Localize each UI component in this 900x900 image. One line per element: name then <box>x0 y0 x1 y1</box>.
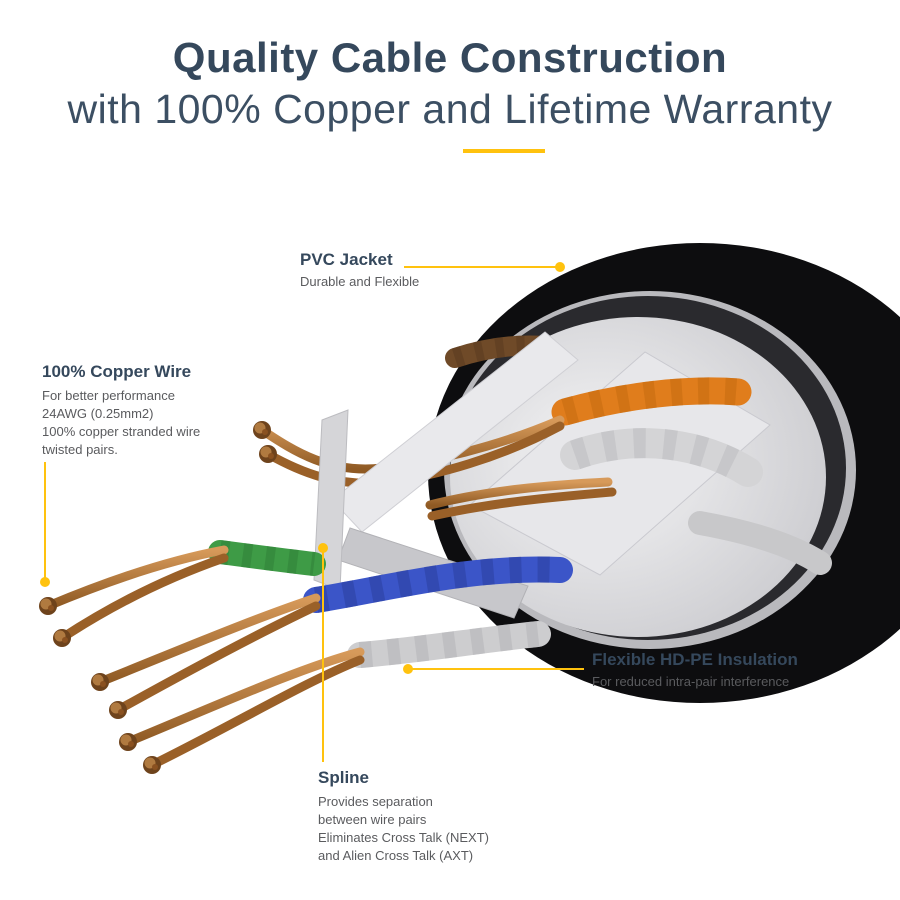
copper-pair-gray-a <box>123 647 365 747</box>
leader-dot-pvc-jacket <box>555 262 565 272</box>
leader-pvc-jacket <box>404 262 565 272</box>
copper-strand-end <box>109 701 127 719</box>
copper-wire-line: For better performance <box>42 388 175 403</box>
copper-strand-end <box>39 597 57 615</box>
copper-pair-inside-b <box>427 487 617 521</box>
copper-pair-green-b <box>57 553 229 643</box>
spline-heading: Spline <box>318 768 370 787</box>
callout-pvc-jacket: PVC Jacket Durable and Flexible <box>300 250 419 289</box>
copper-wire-line: 100% copper stranded wire <box>42 424 201 439</box>
spline-line: and Alien Cross Talk (AXT) <box>318 848 474 863</box>
insulation-sub: For reduced intra-pair interference <box>592 674 790 689</box>
copper-strand-end <box>143 756 161 774</box>
blue-wire-twist <box>313 556 561 613</box>
copper-strand-end <box>119 733 137 751</box>
page-title: Quality Cable Construction <box>172 34 728 81</box>
leader-spline <box>318 543 328 762</box>
gray-wire-front-twist <box>358 621 540 668</box>
copper-wire-line: 24AWG (0.25mm2) <box>42 406 154 421</box>
copper-pair-blue-b <box>113 601 321 715</box>
copper-pair-blue-a <box>95 593 321 687</box>
orange-wire <box>551 377 752 426</box>
copper-wire-heading: 100% Copper Wire <box>42 362 192 381</box>
copper-strand-end <box>259 445 277 463</box>
brown-wire-twist <box>451 335 546 368</box>
insulation-heading: Flexible HD-PE Insulation <box>592 650 798 669</box>
spline-fin-up <box>331 331 579 533</box>
callout-copper-wire: 100% Copper Wire For better performance … <box>42 362 232 459</box>
gray-wire-inside-2 <box>688 511 832 575</box>
page-subtitle: with 100% Copper and Lifetime Warranty <box>67 86 833 132</box>
leader-dot-copper-wire <box>40 577 50 587</box>
pvc-jacket-sub: Durable and Flexible <box>300 274 420 289</box>
copper-strand-end <box>53 629 71 647</box>
spline-line: Provides separation <box>318 794 433 809</box>
spline-line: between wire pairs <box>318 812 427 827</box>
copper-wire-line: twisted pairs. <box>42 442 118 457</box>
leader-insulation <box>403 664 584 674</box>
copper-strand-end <box>253 421 271 439</box>
leader-dot-insulation <box>403 664 413 674</box>
leader-copper-wire <box>40 462 50 587</box>
gray-wire-inside-twist <box>570 428 756 485</box>
pvc-jacket-heading: PVC Jacket <box>300 250 393 269</box>
copper-pair-green-a <box>43 545 229 611</box>
copper-pair-inside-a <box>425 477 613 510</box>
copper-pair-gray-b <box>147 655 365 770</box>
green-wire <box>208 540 326 576</box>
callout-spline: Spline Provides separation between wire … <box>318 768 548 865</box>
leader-dot-spline <box>318 543 328 553</box>
spline-line: Eliminates Cross Talk (NEXT) <box>318 830 489 845</box>
copper-strand-end <box>91 673 109 691</box>
callout-insulation: Flexible HD-PE Insulation For reduced in… <box>592 650 822 689</box>
title-accent-underline <box>463 149 545 153</box>
